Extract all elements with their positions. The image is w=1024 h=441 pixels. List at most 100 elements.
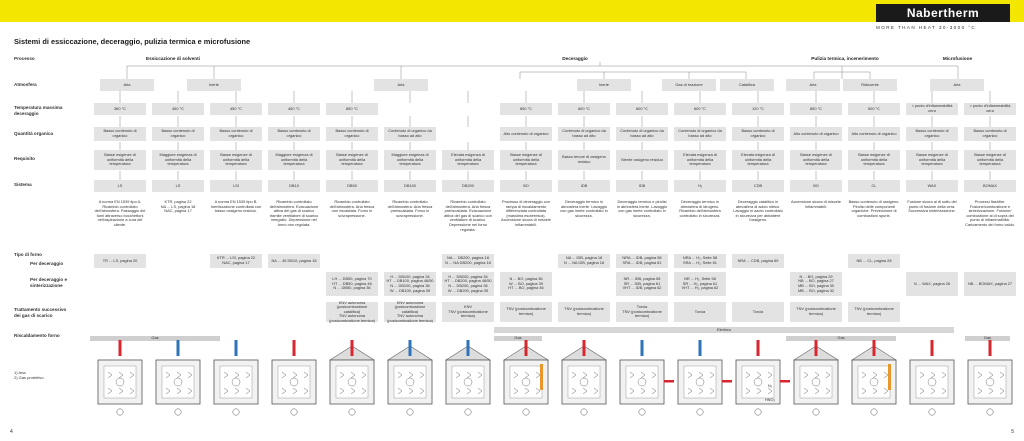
label-n2: N₂ xyxy=(767,383,773,388)
post-treatment-cell: TNV (postcombustione termica) xyxy=(500,302,552,322)
ref-sinter-cell: N ... BO, pagina 29 NB ... BO, pagina 27… xyxy=(790,272,842,296)
burner-pipe xyxy=(888,364,891,390)
heating-gas-bar-3: Gas xyxy=(786,335,896,341)
process-microfusione: Microfusione xyxy=(942,56,973,61)
airflow-arrow xyxy=(419,371,425,379)
furnace-chamber xyxy=(393,365,427,399)
furnace-chamber xyxy=(683,365,717,399)
burner-pipe xyxy=(540,364,543,390)
system-cell: IDB xyxy=(616,180,668,192)
airflow-arrow xyxy=(593,387,599,395)
airflow-arrow xyxy=(571,371,577,379)
airflow-arrow xyxy=(129,371,135,379)
airflow-arrow xyxy=(629,371,635,379)
temp-cell: 850 °C xyxy=(500,103,552,115)
process-deceraggio: Deceraggio xyxy=(562,56,588,61)
airflow-arrow xyxy=(930,371,936,379)
furnace-chamber xyxy=(451,365,485,399)
airflow-arrow xyxy=(187,371,193,379)
desc-text: Ricambio controllato dell'atmosfera. Ari… xyxy=(329,199,375,218)
exhaust-pipe xyxy=(988,340,992,356)
inlet-marker-icon xyxy=(522,408,530,416)
desc-text: Ricambio controllato dell'atmosfera. Ari… xyxy=(387,199,433,218)
temp-cell: 600 °C xyxy=(558,103,610,115)
row-label-quantita: Quantità organica xyxy=(14,131,54,136)
req-cell: Niente ossigeno residuo xyxy=(616,150,668,170)
airflow-arrow xyxy=(187,387,193,395)
airflow-arrow xyxy=(977,387,983,395)
airflow-arrow xyxy=(339,371,345,379)
system-cell: IDB xyxy=(558,180,610,192)
ref-sinter-cell: H ... DB200, pagina 34 HT ... DB200, pag… xyxy=(442,272,494,296)
req-cell: Basse esigenze di uniformità della tempe… xyxy=(210,150,262,170)
airflow-arrow xyxy=(767,371,773,379)
airflow-arrow xyxy=(629,387,635,395)
exhaust-pipe xyxy=(234,340,238,356)
furnace-chamber xyxy=(741,365,775,399)
atm-riducente: Riducente xyxy=(843,79,897,91)
airflow-arrow xyxy=(176,387,182,395)
heating-gas-bar-2: Gas xyxy=(494,335,542,341)
fan-icon xyxy=(579,377,589,387)
gas-inlet-pipe xyxy=(780,380,790,383)
airflow-arrow xyxy=(292,387,298,395)
fan-icon xyxy=(753,377,763,387)
qty-cell: Basso contenuto di organico xyxy=(964,127,1016,141)
furnace-chamber xyxy=(973,365,1007,399)
ref-sinter-cell: NR ... H₂, Seite 58 SR ... H₂, pagina 61… xyxy=(674,272,726,296)
system-cell: LSI xyxy=(210,180,262,192)
exhaust-pipe xyxy=(582,340,586,356)
brand-logo: Nabertherm MORE THAN HEAT 30-3000 °C xyxy=(876,4,1010,34)
airflow-arrow xyxy=(803,371,809,379)
brand-tagline: MORE THAN HEAT 30-3000 °C xyxy=(876,25,977,30)
airflow-arrow xyxy=(165,371,171,379)
qty-cell: Contenuto di organico da basso ad alto xyxy=(558,127,610,141)
airflow-arrow xyxy=(814,387,820,395)
airflow-arrow xyxy=(524,371,530,379)
airflow-arrow xyxy=(535,387,541,395)
inlet-marker-icon xyxy=(348,408,356,416)
airflow-arrow xyxy=(988,371,994,379)
system-cell: CDB xyxy=(732,180,784,192)
ref-sinter-cell: LH ... DB50, pagina 70 HT ... DB50, pagi… xyxy=(326,272,378,296)
exhaust-pipe xyxy=(292,340,296,356)
gas-inlet-pipe xyxy=(664,380,674,383)
gas-inlet-pipe xyxy=(722,380,732,383)
ref-sinter-cell: NR ... IDB, pagina 58 SR ... IDB, pagina… xyxy=(616,272,668,296)
req-cell: Basse esigenze di uniformità della tempe… xyxy=(848,150,900,170)
furnace-chamber xyxy=(799,365,833,399)
airflow-arrow xyxy=(513,387,519,395)
airflow-arrow xyxy=(339,387,345,395)
fan-icon xyxy=(115,377,125,387)
desc-text: Basso contenuto di ossigeno. Pirolisi de… xyxy=(848,199,900,218)
airflow-arrow xyxy=(698,371,704,379)
qty-cell: Alto contenuto di organico xyxy=(500,127,552,141)
legend-item-aria: 1) Aria xyxy=(14,370,26,375)
temp-cell: > punto d'infiammabilità cera xyxy=(964,103,1016,115)
fan-icon xyxy=(463,377,473,387)
system-cell: LS xyxy=(94,180,146,192)
exhaust-pipe xyxy=(176,340,180,356)
qty-cell: Basso contenuto di organico xyxy=(152,127,204,141)
airflow-arrow xyxy=(745,371,751,379)
inlet-marker-icon xyxy=(986,408,994,416)
system-cell: DB200 xyxy=(442,180,494,192)
airflow-arrow xyxy=(687,387,693,395)
temp-cell: 500 °C xyxy=(848,103,900,115)
row-label-per-sinterizzazione: Per deceraggio e sinterizzazione xyxy=(30,277,68,288)
legend: 1) Aria 2) Gas protettivo xyxy=(14,370,44,380)
airflow-arrow xyxy=(825,371,831,379)
ref-decer-cell: NA ... 45 DB10, pagina 18 xyxy=(268,254,320,268)
furnace-chamber xyxy=(915,365,949,399)
desc-text: A norma EN 1539 tipo A. Ricambio control… xyxy=(94,199,146,227)
airflow-arrow xyxy=(640,387,646,395)
airflow-arrow xyxy=(687,371,693,379)
row-label-riscaldamento: Riscaldamento forno xyxy=(14,333,60,338)
temp-cell: 600 °C xyxy=(616,103,668,115)
atm-gas-reazione: Gas di reazione xyxy=(662,79,716,91)
furnace-chamber xyxy=(567,365,601,399)
fan-icon xyxy=(347,377,357,387)
system-cell: DB100 xyxy=(384,180,436,192)
airflow-arrow xyxy=(883,387,889,395)
ref-decer-cell: NB ... CL, pagina 28 xyxy=(848,254,900,268)
